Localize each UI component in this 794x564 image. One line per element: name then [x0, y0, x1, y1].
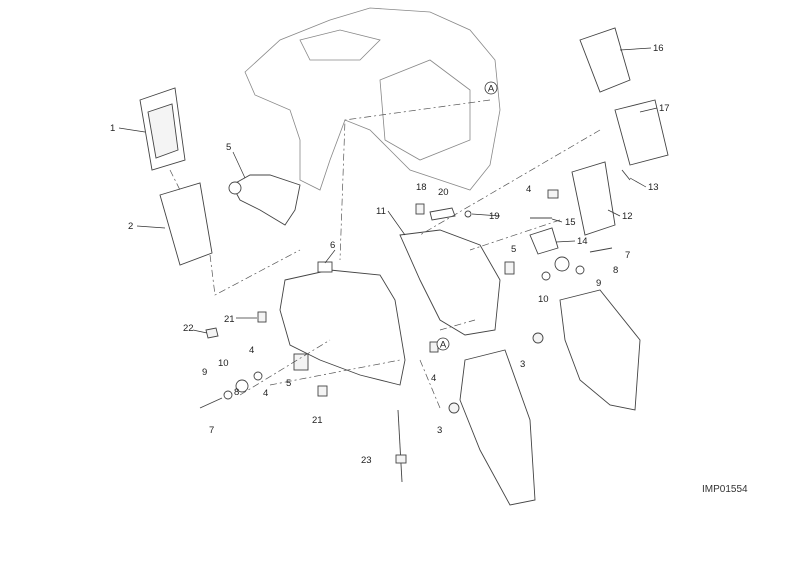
callout-3: 3	[520, 359, 525, 370]
callout-23: 23	[361, 455, 372, 466]
callout-19: 19	[489, 211, 500, 222]
part-cover-right	[559, 289, 641, 411]
callout-4: 4	[431, 373, 436, 384]
callout-4: 4	[249, 345, 254, 356]
part-19-screw	[464, 210, 472, 218]
callout-13: 13	[648, 182, 659, 193]
callout-17: 17	[659, 103, 670, 114]
callout-8: 8	[234, 387, 239, 398]
part-6-tab	[317, 261, 333, 273]
part-21-clip	[257, 311, 267, 323]
callout-5: 5	[286, 378, 291, 389]
part-cover-lower	[459, 349, 536, 506]
callout-10: 10	[538, 294, 549, 305]
callout-18: 18	[416, 182, 427, 193]
part-22-clip	[205, 327, 219, 339]
part-5-sensor	[293, 353, 309, 371]
part-7-screw	[199, 397, 223, 409]
leader-lines	[118, 47, 658, 334]
callout-3: 3	[437, 425, 442, 436]
reference-marker-top: A	[484, 81, 498, 95]
part-9-grommet-right	[554, 256, 570, 272]
part-5-bracket	[231, 174, 301, 226]
part-2-holder	[159, 182, 213, 266]
part-5-sensor-right	[504, 261, 515, 275]
callout-21: 21	[224, 314, 235, 325]
callout-15: 15	[565, 217, 576, 228]
callouts: 1 2 5 6 21 22 4 10 9 8 7 5 4 21 23 3 4 1…	[110, 43, 670, 466]
callout-2: 2	[128, 221, 133, 232]
alignment-lines	[169, 99, 601, 409]
part-18-clip	[415, 203, 425, 215]
callout-5: 5	[226, 142, 231, 153]
part-23-cable-tie	[397, 409, 403, 483]
part-21-clip-lower	[317, 385, 328, 397]
callout-9: 9	[202, 367, 207, 378]
callout-10: 10	[218, 358, 229, 369]
part-5-knob	[228, 181, 242, 195]
callout-5: 5	[511, 244, 516, 255]
callout-11: 11	[376, 206, 386, 217]
part-11-tray	[399, 229, 501, 336]
part-23-head	[395, 454, 407, 464]
callout-14: 14	[577, 236, 588, 247]
frame-drawing	[244, 7, 501, 191]
callout-21: 21	[312, 415, 323, 426]
callout-4: 4	[263, 388, 268, 399]
svg-text:A: A	[440, 340, 447, 351]
part-7-screw-right	[589, 247, 613, 253]
part-8-washer	[223, 390, 233, 400]
reference-marker-bottom: A	[436, 337, 450, 351]
drawing-code: IMP01554	[702, 484, 748, 495]
svg-text:A: A	[488, 84, 495, 95]
callout-7: 7	[209, 425, 214, 436]
part-12-module	[571, 161, 616, 236]
part-10-washer-right	[541, 271, 551, 281]
callout-1: 1	[110, 123, 115, 134]
callout-12: 12	[622, 211, 633, 222]
part-13-screw	[621, 169, 631, 181]
callout-8: 8	[613, 265, 618, 276]
callout-6: 6	[330, 240, 335, 251]
part-10-washer	[253, 371, 263, 381]
part-8-washer-right	[575, 265, 585, 275]
callout-7: 7	[625, 250, 630, 261]
callout-20: 20	[438, 187, 449, 198]
callout-16: 16	[653, 43, 664, 54]
callout-9: 9	[596, 278, 601, 289]
part-6-support	[279, 269, 406, 386]
part-20-bracket	[429, 207, 456, 221]
part-1-detail	[147, 103, 179, 159]
callout-4: 4	[526, 184, 531, 195]
part-16-unit	[579, 27, 631, 93]
part-17-cover	[614, 99, 669, 166]
part-3-nut	[532, 332, 544, 344]
callout-22: 22	[183, 323, 194, 334]
part-14-sensor	[529, 227, 559, 255]
part-9-grommet	[235, 379, 249, 393]
part-3-nut-lower	[448, 402, 460, 414]
parts	[139, 27, 669, 506]
part-4-clip	[547, 189, 559, 199]
